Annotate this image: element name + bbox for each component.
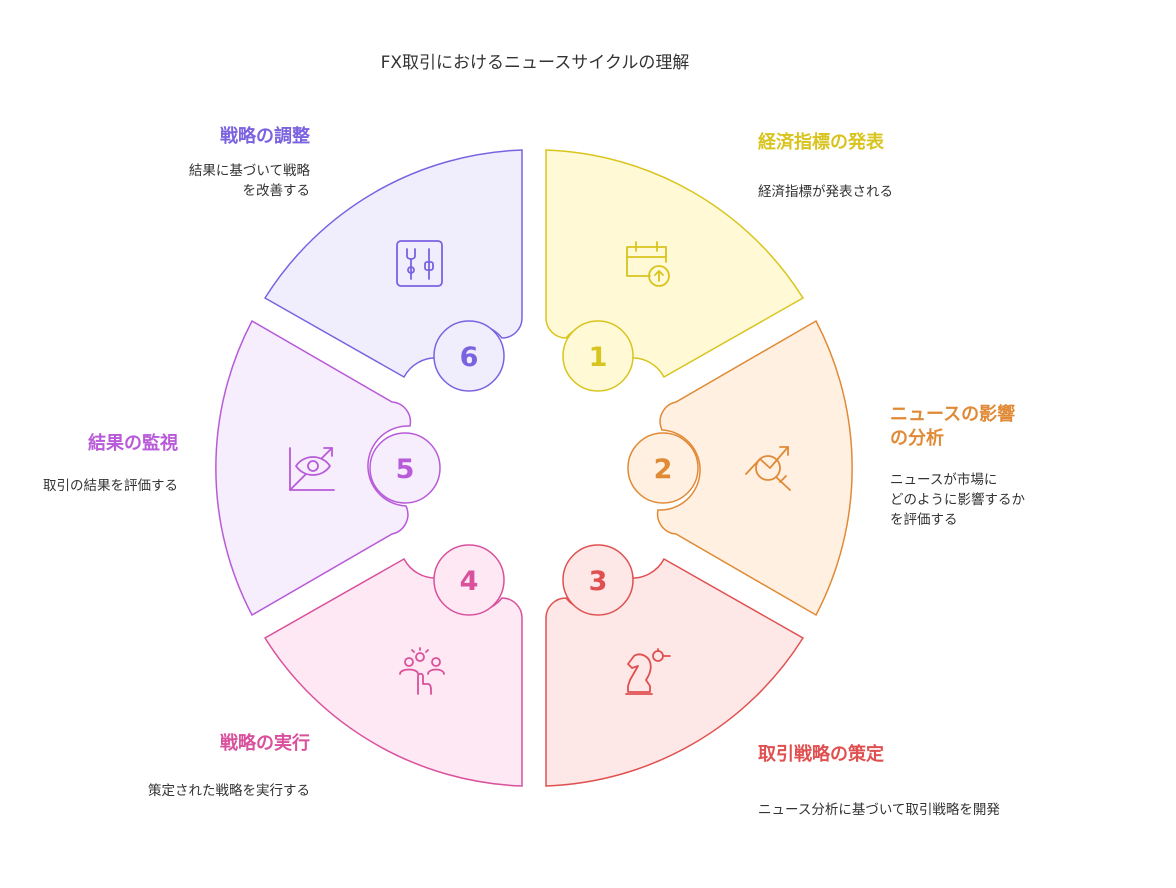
stage-3-description: ニュース分析に基づいて取引戦略を開発	[758, 802, 1000, 818]
stage-6-description-line: 結果に基づいて戦略	[188, 163, 310, 179]
stage-1-number: 1	[589, 342, 608, 373]
stage-2-wedge[interactable]	[656, 319, 853, 617]
stage-6-badge: 6	[433, 320, 505, 392]
stage-5-title: 結果の監視	[88, 433, 178, 454]
stage-4-description: 策定された戦略を実行する	[148, 783, 310, 799]
stage-2-description-line: どのように影響するか	[890, 492, 1025, 508]
calendar-upload-icon	[626, 241, 670, 287]
stage-4-badge: 4	[433, 544, 505, 616]
stage-2-title-line: ニュースの影響	[890, 404, 1016, 425]
page-title: FX取引におけるニュースサイクルの理解	[380, 53, 690, 73]
stage-6-number: 6	[460, 342, 479, 373]
stage-5-number: 5	[396, 454, 415, 485]
team-tap-icon	[399, 647, 445, 695]
trend-magnify-icon	[745, 446, 791, 491]
stage-4-title: 戦略の実行	[220, 733, 310, 754]
stage-3-badge: 3	[562, 544, 634, 616]
stage-4-number: 4	[460, 566, 479, 597]
stage-3-title: 取引戦略の策定	[758, 744, 884, 765]
eye-chart-icon	[289, 447, 335, 491]
stage-5-description: 取引の結果を評価する	[43, 478, 178, 494]
stage-6-description-line: を改善する	[242, 183, 311, 199]
stage-6-title: 戦略の調整	[220, 126, 310, 147]
stage-2-description-line: ニュースが市場に	[890, 472, 998, 488]
stage-2-number: 2	[654, 454, 673, 485]
stage-2-badge: 2	[627, 432, 699, 504]
stage-2-title: ニュースの影響 の分析	[890, 403, 1015, 451]
stage-6-description: 結果に基づいて戦略 を改善する	[110, 161, 310, 201]
stage-2-description-line: を評価する	[890, 512, 958, 528]
tools-toggle-icon	[396, 240, 443, 287]
stage-5-badge: 5	[369, 432, 441, 504]
stage-3-number: 3	[589, 566, 608, 597]
stage-1-title: 経済指標の発表	[758, 132, 884, 153]
chess-knight-icon	[625, 648, 671, 695]
stage-2-description: ニュースが市場に どのように影響するか を評価する	[890, 470, 1025, 530]
stage-1-badge: 1	[562, 320, 634, 392]
stage-1-description: 経済指標が発表される	[758, 184, 893, 200]
stage-2-title-line: の分析	[890, 428, 944, 449]
